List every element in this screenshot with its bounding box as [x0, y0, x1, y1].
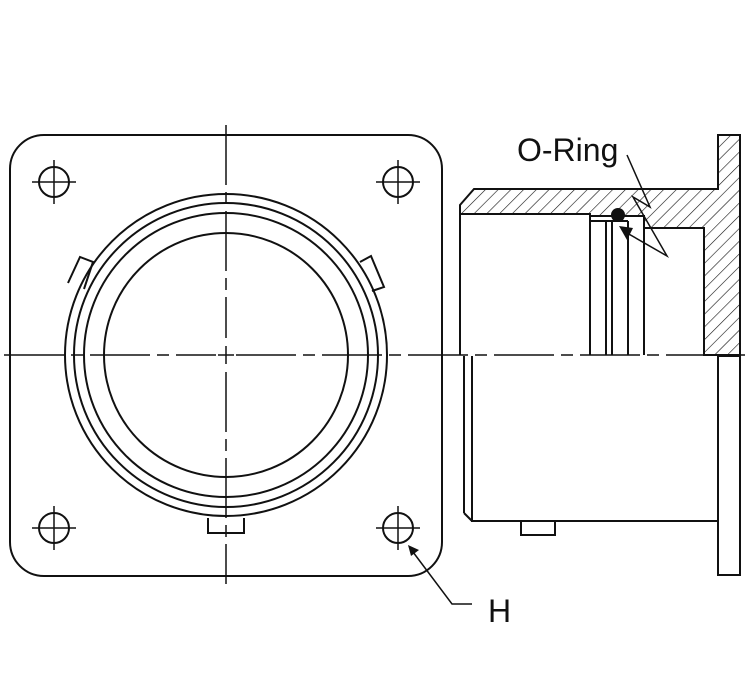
hole-center-marks: [32, 160, 420, 550]
o-ring-leader: [626, 154, 670, 259]
rear-flange-lower: [717, 355, 741, 576]
left-key-tab: [67, 255, 95, 290]
h-callout: H: [408, 545, 511, 629]
o-ring-callout: O-Ring: [517, 132, 670, 259]
center-lines: [4, 125, 748, 584]
side-section-view: [459, 134, 741, 576]
o-ring-label: O-Ring: [517, 132, 618, 168]
bottom-key: [520, 520, 556, 536]
mounting-hole-label: H: [488, 593, 511, 629]
o-ring: [611, 208, 625, 222]
section-hatch: [459, 134, 741, 356]
right-key-tab: [359, 254, 386, 292]
lower-shell-outline: [471, 356, 718, 522]
h-leader: [412, 551, 472, 605]
